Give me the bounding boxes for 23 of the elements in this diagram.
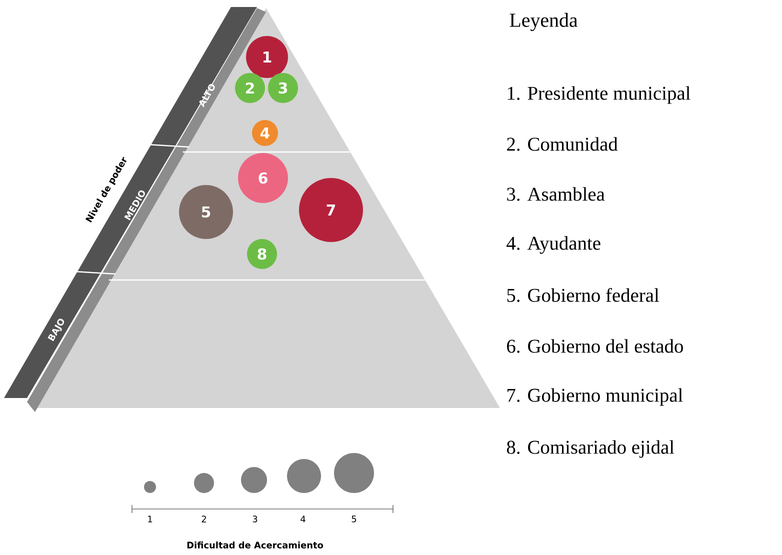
legend-item: 1. Presidente municipal bbox=[508, 86, 690, 104]
numbered-bubble: 4 bbox=[252, 120, 278, 146]
scale-number: 4 bbox=[300, 516, 306, 522]
legend-item: 4. Ayudante bbox=[506, 236, 600, 254]
scale-number: 2 bbox=[202, 516, 206, 522]
scale-number: 5 bbox=[352, 516, 356, 522]
scale-number: 1 bbox=[148, 516, 152, 522]
legend-heading: Leyenda bbox=[510, 12, 578, 32]
numbered-bubble: 3 bbox=[268, 73, 298, 103]
scale-title: Dificultad de Acercamiento bbox=[187, 542, 324, 548]
legend-item: 3. Asamblea bbox=[507, 187, 605, 201]
numbered-bubble: 2 bbox=[235, 73, 265, 103]
legend-item: 6. Gobierno del estado bbox=[507, 339, 683, 353]
legend-item: 7. Gobierno municipal bbox=[507, 388, 683, 406]
scale-number: 3 bbox=[252, 516, 258, 522]
numbered-bubble: 8 bbox=[247, 239, 277, 269]
legend-item: 2. Comunidad bbox=[507, 137, 618, 151]
numbered-bubble: 7 bbox=[299, 178, 363, 242]
numbered-bubble: 5 bbox=[179, 185, 233, 239]
numbered-bubble: 1 bbox=[246, 36, 288, 78]
legend-item: 5. Gobierno federal bbox=[507, 288, 659, 302]
legend-item: 8. Comisariado ejidal bbox=[506, 440, 674, 458]
numbered-bubble: 6 bbox=[238, 153, 288, 203]
